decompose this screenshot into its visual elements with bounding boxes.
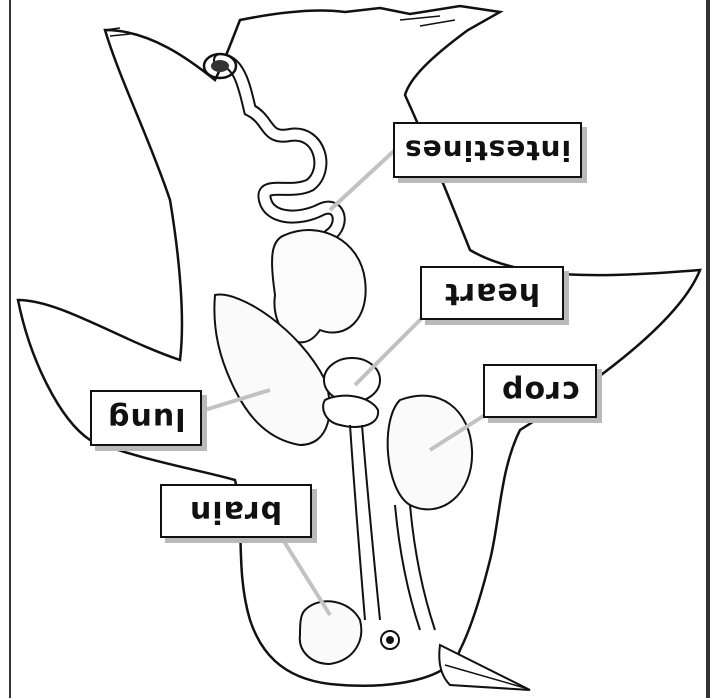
trachea-tube xyxy=(395,505,420,630)
crop-shape xyxy=(388,396,472,510)
heart-leader-line xyxy=(355,310,430,385)
heart-lower-shape xyxy=(323,396,378,427)
brain-shape xyxy=(300,601,361,664)
heart-label: heart xyxy=(420,266,564,320)
intestines-leader-line xyxy=(330,150,395,210)
esophagus-tube xyxy=(350,425,365,620)
bird-body-outline xyxy=(18,6,700,686)
crop-label: crop xyxy=(483,364,597,418)
heart-label-text: heart xyxy=(444,276,540,311)
lung-label: lung xyxy=(90,390,202,446)
intestines-label: intestines xyxy=(393,122,582,178)
brain-label-text: brain xyxy=(189,494,282,529)
brain-leader-line xyxy=(280,535,330,615)
stomach-shape xyxy=(272,230,366,342)
crop-label-text: crop xyxy=(501,374,580,409)
intestines-label-text: intestines xyxy=(404,134,571,167)
brain-label: brain xyxy=(160,484,312,538)
lung-label-text: lung xyxy=(107,401,185,436)
tail-feather-lines xyxy=(105,16,455,36)
